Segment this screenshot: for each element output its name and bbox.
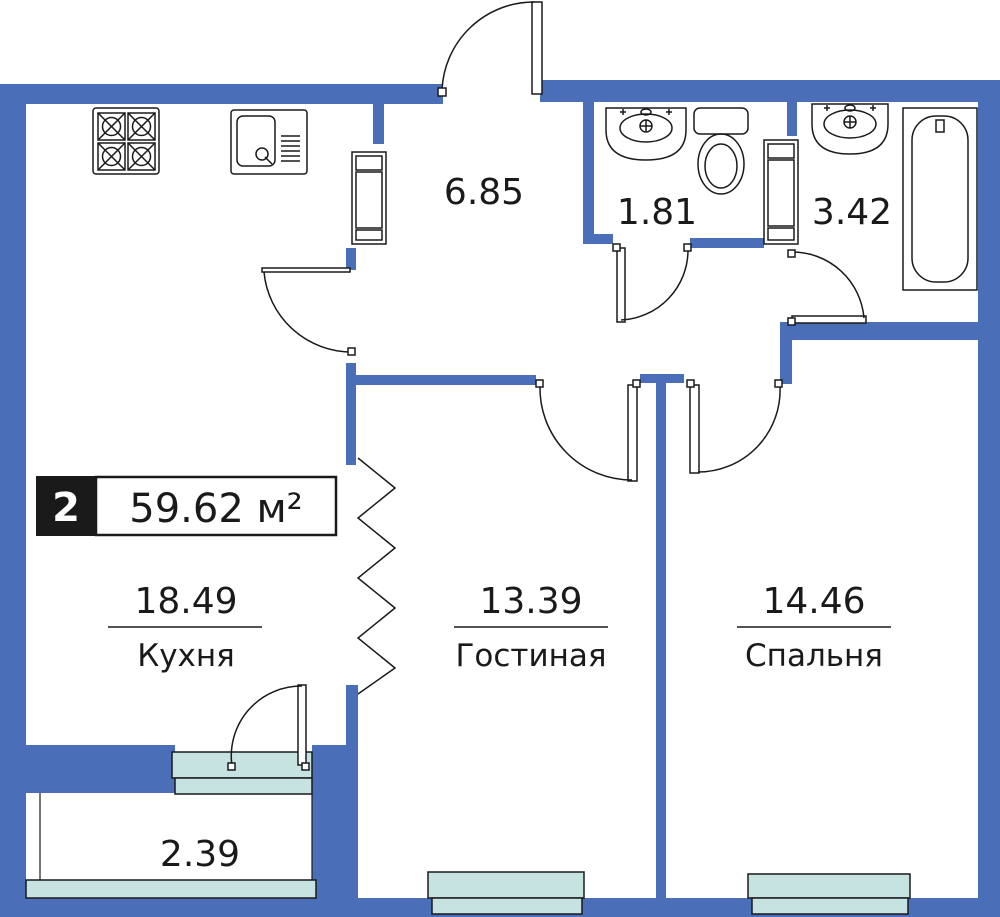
washbasin-large-icon [811,103,889,155]
door-entrance-swing [441,1,535,91]
door-kitchen-hinge [347,347,356,356]
toilet-icon [693,107,749,195]
wall-bath-divider [787,102,797,136]
fixtures [92,103,978,291]
kitchen-name: Кухня [137,638,235,674]
window-bedroom [747,873,911,899]
door-entrance-hinge [437,87,447,97]
area-badge: 2 59.62 м² [36,475,338,537]
door-bath-small-swing [620,249,689,321]
wall-kitchen-bottom [0,745,175,793]
rooms-count: 2 [52,485,80,531]
wall-kitchen-stub [373,104,384,144]
door-bedroom-swing [697,385,781,473]
window-living [427,871,585,899]
wall-top-right [540,80,1000,102]
door-bedroom-leaf [689,384,700,474]
wardrobe-hall-icon [351,151,387,245]
wall-top-left [0,84,443,104]
walls [0,80,1000,917]
window-kitchen-sill [174,777,313,795]
kitchen-area: 18.49 [134,581,237,622]
bath-small-area: 1.81 [617,192,697,233]
stove-icon [92,107,160,175]
door-balcony-leaf [297,684,307,766]
door-living-leaf [627,384,638,482]
living-name: Гостиная [455,638,606,674]
windows [25,751,911,915]
wall-living-bedroom [656,378,666,898]
wall-bedroom-left [780,322,792,384]
wall-living-left [346,685,358,898]
door-living-swing [539,384,633,481]
hall-area: 6.85 [444,172,524,213]
door-bath-large-swing [791,251,865,319]
window-kitchen [171,751,313,779]
door-bath-small-leaf [616,247,626,323]
washbasin-icon [605,107,687,161]
window-balcony [25,879,317,899]
door-kitchen-leaf [261,267,351,273]
total-area-box [94,475,338,537]
room-labels: 6.85 1.81 3.42 18.49 Кухня 13.39 Гостина… [108,172,892,875]
wall-partition-cap [640,374,684,383]
wall-living-top [356,375,536,385]
bedroom-area: 14.46 [762,581,865,622]
wall-bath-left [583,102,594,242]
window-bedroom-sill [751,897,909,915]
kitchen-sink-icon [230,109,308,175]
wardrobe-bath-icon [763,139,799,245]
bathtub-icon [902,107,978,291]
bedroom-name: Спальня [745,638,883,674]
doors [227,1,867,771]
balcony-outline [39,793,313,880]
rooms-count-box [36,476,96,536]
balcony-area: 2.39 [160,834,240,875]
wall-hall-left-b [346,363,356,465]
wall-hall-left-a [346,248,356,270]
wall-bath-bottom-mid [690,238,764,248]
door-kitchen-swing [263,271,353,353]
window-living-sill [431,897,583,915]
wall-bath-bottom-left [583,234,613,244]
bath-large-area: 3.42 [812,192,892,233]
door-balcony-swing [230,685,303,767]
folding-partition [356,457,397,695]
total-area: 59.62 м² [129,486,302,532]
door-bath-large-leaf [791,315,867,324]
door-entrance-leaf [531,1,543,95]
wall-right [978,80,1000,917]
wall-bedroom-top [780,322,978,340]
living-area: 13.39 [479,581,582,622]
